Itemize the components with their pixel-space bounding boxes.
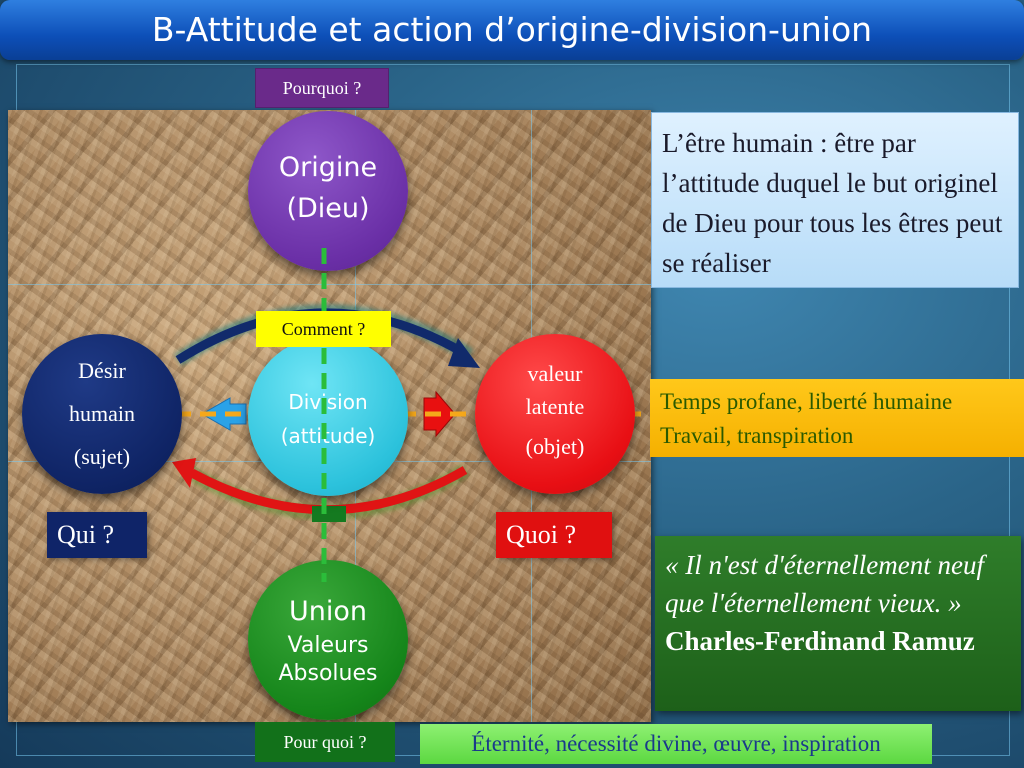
valeur-label-2: latente [525,394,585,419]
bottom-arc-arrowhead [172,458,196,488]
origine-label: Origine [278,152,378,183]
origine-sublabel: (Dieu) [286,193,370,224]
division-label: Division [288,390,368,414]
origine-circle: Origine (Dieu) [248,111,408,271]
valeur-label: valeur [527,361,583,386]
etre-humain-box: L’être humain : être par l’attitude duqu… [651,112,1019,288]
title-bar [0,0,1024,60]
desir-circle: Désir humain (sujet) [22,334,182,494]
valeur-circle: valeur latente (objet) [475,334,635,494]
green-connector [312,506,346,522]
union-label: Union [288,596,367,627]
union-sublabel-2: Absolues [278,661,378,686]
temps-profane-box: Temps profane, liberté humaine Travail, … [650,379,1024,457]
blue-left-arrow [200,397,247,431]
desir-label-2: humain [69,401,135,426]
division-sublabel: (attitude) [280,424,376,448]
pourquoi-label: Pourquoi ? [255,68,389,108]
page-title: B-Attitude et action d’origine-division-… [151,10,873,49]
comment-label: Comment ? [256,311,391,347]
qui-label: Qui ? [47,512,147,558]
desir-sublabel: (sujet) [73,444,131,469]
temps-profane-line2: Travail, transpiration [660,423,854,448]
valeur-sublabel: (objet) [525,434,585,459]
eternite-box: Éternité, nécessité divine, œuvre, inspi… [420,724,932,764]
desir-label: Désir [78,358,126,383]
quoi-label: Quoi ? [496,512,612,558]
quote-author: Charles-Ferdinand Ramuz [665,626,975,656]
quote-box: « Il n'est d'éternellement neuf que l'ét… [655,536,1021,711]
union-circle: Union Valeurs Absolues [248,560,408,720]
top-arc-arrowhead [448,338,480,368]
temps-profane-line1: Temps profane, liberté humaine [660,389,953,414]
union-sublabel-1: Valeurs [287,633,369,658]
division-circle: Division (attitude) [248,336,408,496]
pour-quoi-label: Pour quoi ? [255,722,395,762]
quote-text: « Il n'est d'éternellement neuf que l'ét… [665,550,984,618]
